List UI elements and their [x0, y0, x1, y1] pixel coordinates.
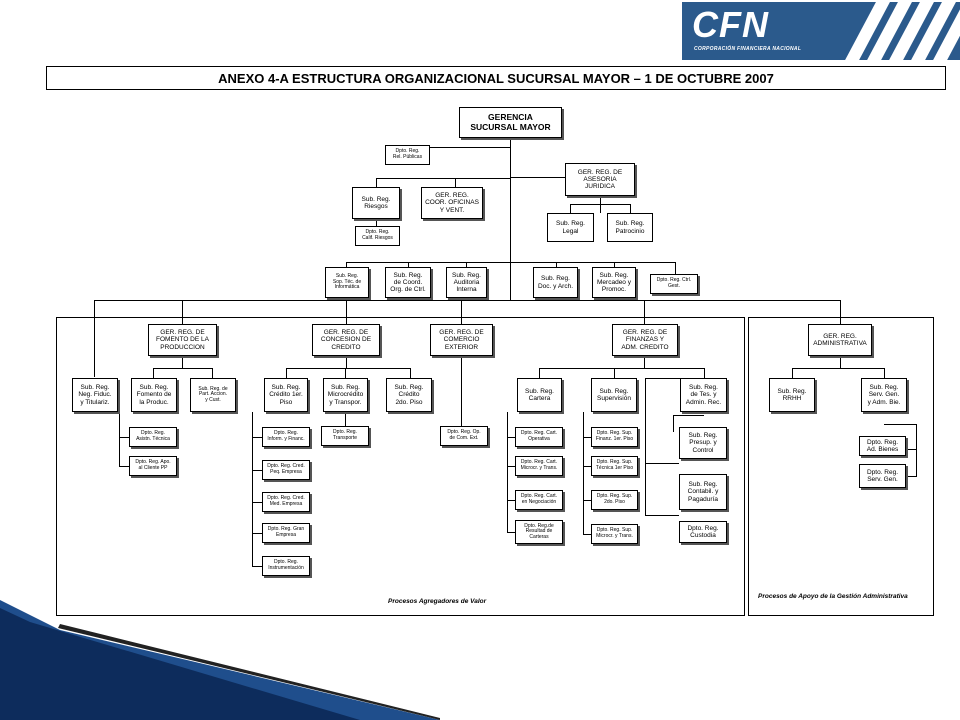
ger-finanzas: GER. REG. DE FINANZAS Y ADM. CREDITO	[612, 324, 678, 356]
sub-tes-admin: Sub. Reg. de Tes. y Admin. Rec.	[680, 378, 727, 412]
dpto-ctrl-gest: Dpto. Reg. Ctrl. Gest.	[650, 274, 698, 294]
sub-credito-2do-piso: Sub. Reg. Crédito 2do. Piso	[386, 378, 432, 412]
dpto-cart-operativa: Dpto. Reg. Cart. Operativa	[515, 427, 563, 447]
dpto-serv-gen: Dpto. Reg. Serv. Gen.	[859, 464, 906, 488]
ger-concesion-credito: GER. REG. DE CONCESION DE CREDITO	[312, 324, 380, 356]
sub-sop-tec: Sub. Reg. Sop. Téc. de Informática	[325, 267, 369, 298]
dpto-cred-med: Dpto. Reg. Cred. Med. Empresa	[262, 492, 310, 512]
sub-doc-arch: Sub. Reg. Doc. y Arch.	[533, 267, 578, 298]
sub-cartera: Sub. Reg. Cartera	[517, 378, 562, 412]
dpto-sup-tecnica: Dpto. Reg. Sup. Técnica 1er Piso	[591, 456, 638, 476]
cfn-logo: CFN CORPORACIÓN FINANCIERA NACIONAL	[682, 2, 960, 60]
sub-presup-control: Sub. Reg. Presup. y Control	[679, 427, 727, 459]
sub-supervision: Sub. Reg. Supervisión	[591, 378, 637, 412]
ger-comercio-exterior: GER. REG. DE COMERCIO EXTERIOR	[430, 324, 493, 356]
value-processes-frame	[56, 317, 745, 616]
sub-legal: Sub. Reg. Legal	[547, 213, 594, 242]
dpto-sup-finanz: Dpto. Reg. Sup. Finanz. 1er. Piso	[591, 427, 638, 447]
ger-administrativa: GER. REG. ADMINISTRATIVA	[808, 324, 872, 356]
sub-patrocinio: Sub. Reg. Patrocinio	[607, 213, 653, 242]
dpto-op-com-ext: Dpto. Reg. Op. de Com. Ext.	[440, 426, 488, 446]
dpto-resultado-carteras: Dpto. Reg.de Resultad de Carteras	[515, 520, 563, 544]
dpto-asistn-tecnica: Dpto. Reg. Asistn. Técnica	[129, 427, 177, 447]
sub-rrhh: Sub. Reg. RRHH	[769, 378, 815, 412]
sub-riesgos: Sub. Reg. Riesgos	[352, 187, 400, 219]
dpto-gran-empresa: Dpto. Reg. Gran Empresa	[262, 523, 310, 543]
ger-fomento-produccion: GER. REG. DE FOMENTO DE LA PRODUCCION	[148, 324, 217, 356]
dpto-inform-financ: Dpto. Reg. Inform. y Financ.	[262, 427, 310, 447]
dpto-sup-microcr: Dpto. Reg. Sup. Microcr. y Trans.	[591, 524, 638, 544]
dpto-cart-microcr: Dpto. Reg. Cart. Microcr. y Trans.	[515, 456, 563, 476]
sub-credito-1er-piso: Sub. Reg. Crédito 1er. Piso	[264, 378, 308, 412]
ger-coor-oficinas: GER. REG. COOR. OFICINAS Y VENT.	[421, 187, 483, 219]
dpto-instrumentacion: Dpto. Reg. Instrumentación	[262, 556, 310, 576]
dpto-sup-2do-piso: Dpto. Reg. Sup. 2do. Piso	[591, 490, 638, 510]
sub-auditoria: Sub. Reg. Auditoria Interna	[446, 267, 487, 298]
sub-serv-gen-adm: Sub. Reg. Serv. Gen. y Adm. Bie.	[861, 378, 907, 412]
sub-part-accion: Sub. Reg. de Part. Accion. y Cust.	[190, 378, 236, 412]
dpto-transporte: Dpto. Reg. Transporte	[321, 426, 369, 446]
dpto-custodia: Dpto. Reg. Custodia	[679, 521, 727, 543]
slide-decoration	[0, 600, 440, 720]
support-processes-caption: Procesos de Apoyo de la Gestión Administ…	[758, 593, 908, 600]
dpto-rel-publicas: Dpto. Reg. Rel. Públicas	[385, 145, 430, 165]
logo-text: CFN	[692, 4, 769, 45]
ger-asesoria-juridica: GER. REG. DE ASESORIA JURIDICA	[565, 163, 635, 196]
sub-coord-org: Sub. Reg. de Coord. Org. de Ctrl.	[385, 267, 431, 298]
dpto-cart-negociacion: Dpto. Reg. Cart. en Negociación	[515, 490, 563, 510]
sub-mercadeo: Sub. Reg. Mercadeo y Promoc.	[592, 267, 636, 298]
sub-contabil-pagaduria: Sub. Reg. Contabil. y Pagaduría	[679, 474, 727, 510]
dpto-apo-cliente: Dpto. Reg. Apo. al Cliente PP	[129, 456, 177, 476]
document-title: ANEXO 4-A ESTRUCTURA ORGANIZACIONAL SUCU…	[46, 66, 946, 90]
value-processes-caption: Procesos Agregadores de Valor	[388, 598, 487, 605]
dpto-cred-peq: Dpto. Reg. Cred. Peq. Empresa	[262, 460, 310, 480]
gerencia-sucursal-mayor: GERENCIA SUCURSAL MAYOR	[459, 107, 562, 138]
sub-fomento: Sub. Reg. Fomento de la Produc.	[131, 378, 177, 412]
dpto-calif-riesgos: Dpto. Reg. Calif. Riesgos	[355, 226, 400, 246]
sub-microcredito: Sub. Reg. Microcrédito y Transpor.	[323, 378, 368, 412]
sub-neg-fiduc: Sub. Reg. Neg. Fiduc. y Titulariz.	[72, 378, 118, 412]
logo-subtitle: CORPORACIÓN FINANCIERA NACIONAL	[694, 46, 802, 52]
dpto-ad-bienes: Dpto. Reg. Ad. Bienes	[859, 436, 906, 456]
